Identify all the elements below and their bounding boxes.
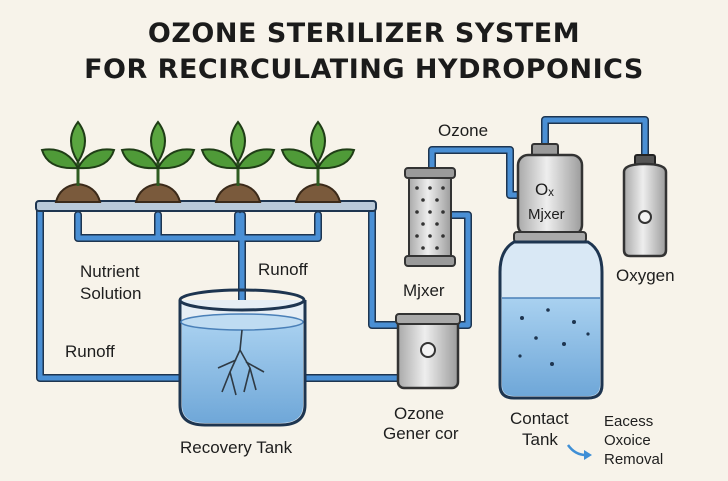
plant-icon <box>200 120 276 203</box>
plant-icon <box>40 120 116 203</box>
gauge-icon <box>420 342 436 358</box>
label-contact-tank-2: Tank <box>522 430 558 449</box>
plant-row <box>40 120 356 203</box>
label-mixer-vessel-2: Mjxer <box>528 206 565 223</box>
mixer-filter <box>404 167 456 267</box>
label-runoff-top: Runoff <box>258 260 308 279</box>
label-runoff-left: Runoff <box>65 342 115 361</box>
title-line-1: OZONE STERILIZER SYSTEM <box>147 18 581 49</box>
recovery-tank <box>178 288 307 427</box>
label-excess-3: Removal <box>604 451 664 468</box>
title-line-2: FOR RECIRCULATING HYDROPONICS <box>84 54 644 85</box>
label-nutrient-solution-2: Solution <box>80 284 142 303</box>
label-mixer-vessel-1: Oₓ <box>535 180 554 199</box>
label-excess-2: Oxoice <box>604 432 651 449</box>
label-nutrient-solution-1: Nutrient <box>80 262 140 281</box>
label-recovery-tank: Recovery Tank <box>180 438 293 457</box>
label-contact-tank-1: Contact <box>510 409 569 428</box>
label-ozone-top: Ozone <box>438 121 489 140</box>
roots <box>217 329 265 396</box>
oxygen-cylinder <box>622 154 668 258</box>
plant-icon <box>120 120 196 203</box>
label-mixer-filter: Mjxer <box>403 281 445 300</box>
label-oxygen: Oxygen <box>616 266 675 285</box>
label-ozone-generator-2: Gener cor <box>383 424 459 443</box>
ozone-generator <box>395 313 461 390</box>
contact-tank <box>498 143 604 400</box>
arrow-right-icon <box>566 444 592 460</box>
grow-bed-rail <box>35 200 377 212</box>
plant-icon <box>280 120 356 203</box>
label-excess-1: Eacess <box>604 413 654 430</box>
label-ozone-generator-1: Ozone <box>394 404 445 423</box>
